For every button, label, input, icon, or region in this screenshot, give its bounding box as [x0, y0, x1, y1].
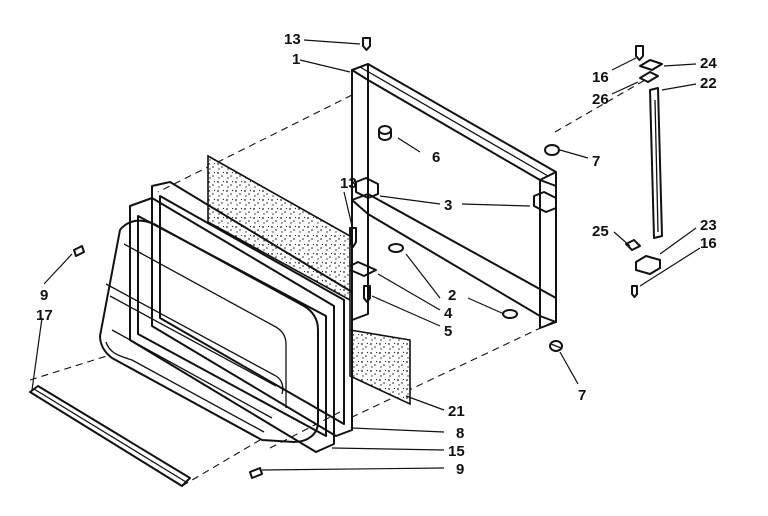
callout-5: 5 [444, 323, 452, 340]
callout-8: 8 [456, 425, 464, 442]
shelf-rail [29, 385, 191, 487]
insulation-panel [207, 154, 411, 406]
callout-15: 15 [448, 443, 465, 460]
callout-25: 25 [592, 223, 609, 240]
callout-13-top: 13 [284, 31, 301, 48]
callout-9-bottom: 9 [456, 461, 464, 478]
callout-4: 4 [444, 305, 453, 322]
callout-26: 26 [592, 91, 609, 108]
hinge-brackets [355, 177, 557, 213]
callout-23: 23 [700, 217, 717, 234]
callout-9-left: 9 [40, 287, 48, 304]
callout-13-mid: 13 [340, 175, 357, 192]
callout-7-bottom: 7 [578, 387, 586, 404]
callout-21: 21 [448, 403, 465, 420]
leader-lines [31, 39, 701, 471]
callout-7-top: 7 [592, 153, 600, 170]
fasteners [73, 37, 563, 479]
handle-hinge-assembly [625, 45, 663, 298]
callout-3: 3 [444, 197, 452, 214]
callout-17: 17 [36, 307, 53, 324]
callout-6: 6 [432, 149, 440, 166]
callout-1: 1 [292, 51, 300, 68]
callout-16-bottom: 16 [700, 235, 717, 252]
door-liner [99, 219, 319, 443]
door-frame [351, 63, 557, 329]
callout-16-top: 16 [592, 69, 609, 86]
callout-2: 2 [448, 287, 456, 304]
callout-22: 22 [700, 75, 717, 92]
callout-labels: 13 1 6 7 3 13 2 4 5 7 21 8 15 9 9 17 16 … [36, 31, 717, 478]
callout-24: 24 [700, 55, 717, 72]
